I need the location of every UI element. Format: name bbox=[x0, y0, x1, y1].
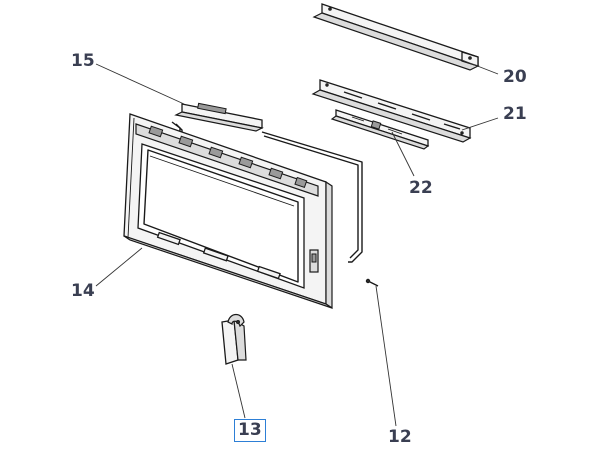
part-20-top-rail[interactable] bbox=[312, 3, 480, 71]
part-13-latch-hook[interactable] bbox=[221, 313, 247, 365]
callout-15[interactable]: 15 bbox=[71, 51, 95, 71]
part-12-pin[interactable] bbox=[365, 278, 379, 287]
part-22-hinge-bar[interactable] bbox=[330, 109, 430, 150]
part-15-handle-bar[interactable] bbox=[174, 102, 264, 132]
leader-lines bbox=[95, 59, 499, 427]
callout-20[interactable]: 20 bbox=[503, 67, 527, 87]
callout-12[interactable]: 12 bbox=[388, 427, 412, 447]
callout-21[interactable]: 21 bbox=[503, 104, 527, 124]
callout-13[interactable]: 13 bbox=[234, 419, 266, 442]
callout-22[interactable]: 22 bbox=[409, 178, 433, 198]
part-21-slotted-bracket[interactable] bbox=[311, 79, 472, 143]
callout-14[interactable]: 14 bbox=[71, 281, 95, 301]
part-14-door-frame[interactable] bbox=[123, 113, 333, 310]
